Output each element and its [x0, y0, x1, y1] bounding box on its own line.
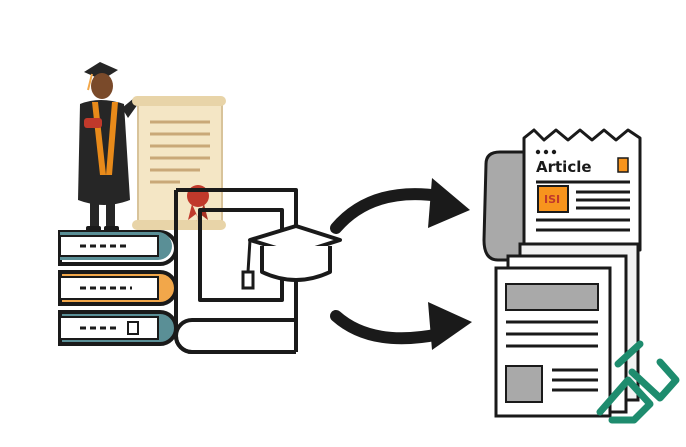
isi-badge: ISI — [537, 185, 569, 213]
book-middle — [58, 270, 178, 306]
arrow-down-icon — [330, 302, 472, 350]
graduation-cap-icon — [241, 224, 342, 290]
thesis-book-icon — [174, 188, 298, 354]
book-bottom — [58, 310, 178, 346]
book-top — [58, 230, 178, 266]
isi-badge-label: ISI — [544, 193, 560, 206]
article-paper: Article ISI — [482, 128, 642, 262]
book-stack — [58, 230, 178, 346]
brand-logo — [596, 340, 680, 424]
article-title: Article — [536, 158, 592, 176]
document-stack — [494, 242, 640, 418]
arrow-up-icon — [330, 178, 470, 234]
certificate-scroll — [132, 96, 226, 230]
graduate-figure — [78, 62, 138, 232]
